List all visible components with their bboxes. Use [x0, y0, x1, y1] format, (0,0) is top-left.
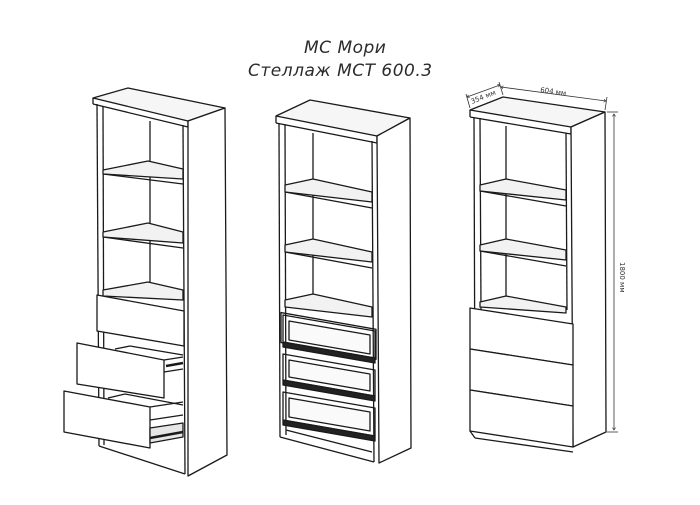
width-dimension-label: 604 мм [540, 86, 567, 98]
height-dimension-label: 1800 мм [618, 262, 626, 293]
product-model-title: Стеллаж МСТ 600.3 [248, 61, 433, 81]
shelf-view-drawers-transparent [275, 99, 412, 464]
product-series-title: МС Мори [304, 38, 387, 58]
shelf-view-closed [469, 96, 607, 453]
dimension-lines [465, 81, 618, 433]
shelf-view-drawers-open [63, 87, 228, 477]
